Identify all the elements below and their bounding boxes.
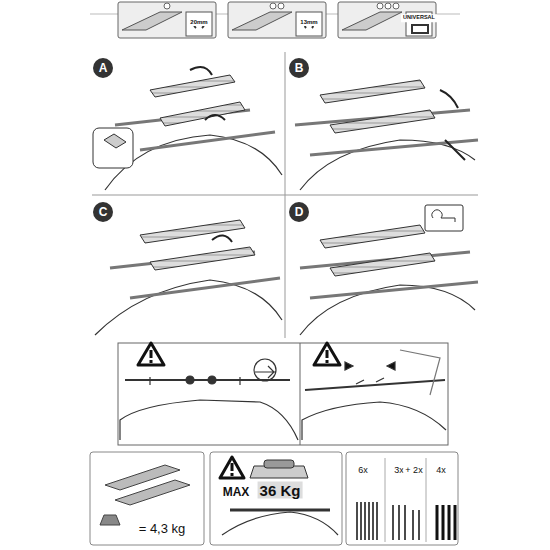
step-letter: A xyxy=(99,62,108,74)
label-text: 6x xyxy=(356,465,370,476)
step-letter: B xyxy=(295,62,304,74)
label-text: + 2x xyxy=(403,465,424,476)
label-text: UNIVERSAL xyxy=(401,14,437,22)
label-text: 4x xyxy=(434,465,448,476)
label-text: MAX xyxy=(221,485,252,499)
label-text: 13mm xyxy=(298,18,319,26)
step-letter: C xyxy=(99,206,108,218)
step-letter: D xyxy=(295,206,304,218)
label-text: = 4,3 kg xyxy=(137,521,188,536)
label-text: 20mm xyxy=(188,18,209,26)
label-text: 36 Kg xyxy=(258,482,303,499)
